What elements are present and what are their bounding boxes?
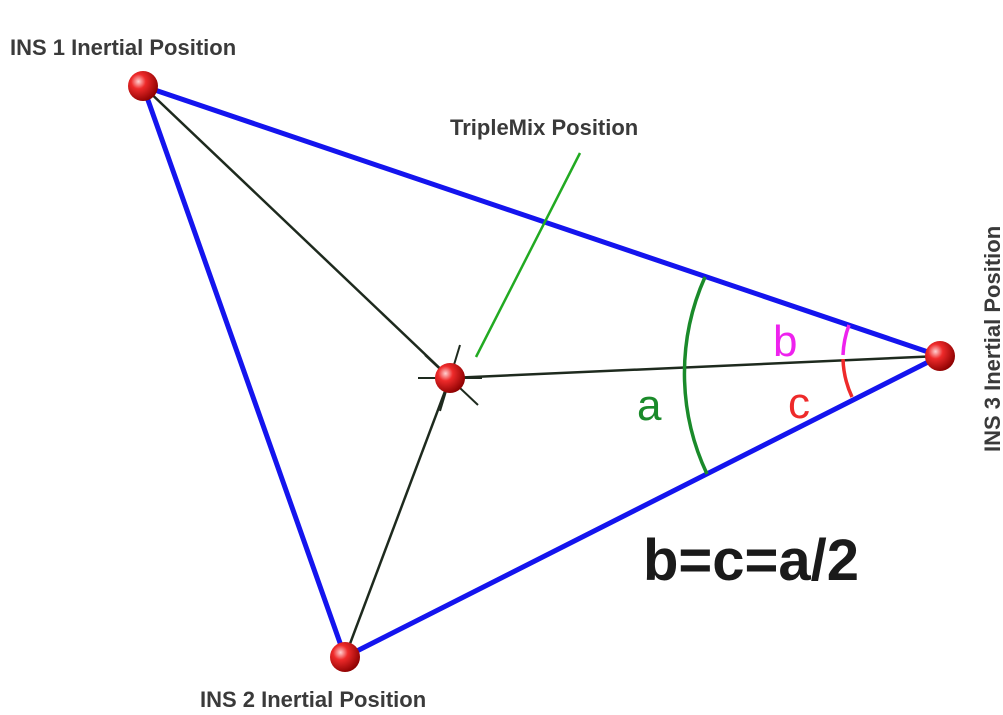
bisector-ins1	[142, 85, 451, 379]
bisector-ins2	[343, 377, 452, 658]
angle-c-arc	[841, 358, 854, 398]
triangle-edge-ins1-ins3	[142, 83, 941, 359]
triplemix-node	[435, 363, 465, 393]
angle-c-label: c	[788, 379, 810, 428]
bisector-ins3	[449, 354, 941, 380]
triangle-edge-ins1-ins2	[140, 85, 348, 658]
triplemix-pointer-line	[474, 152, 582, 358]
ins1-label: INS 1 Inertial Position	[10, 35, 236, 60]
triplemix-label: TripleMix Position	[450, 115, 638, 140]
angle-a-arc	[682, 276, 709, 475]
ins3-node	[925, 341, 955, 371]
angle-a-label: a	[637, 381, 662, 430]
angle-b-arc	[841, 324, 851, 356]
angle-b-label: b	[773, 317, 797, 366]
ins1-node	[128, 71, 158, 101]
angle-formula: b=c=a/2	[643, 528, 859, 593]
triangle-edge-ins2-ins3	[343, 353, 942, 660]
ins2-label: INS 2 Inertial Position	[200, 687, 426, 712]
ins2-node	[330, 642, 360, 672]
ins3-label: INS 3 Inertial Position	[980, 226, 1003, 452]
